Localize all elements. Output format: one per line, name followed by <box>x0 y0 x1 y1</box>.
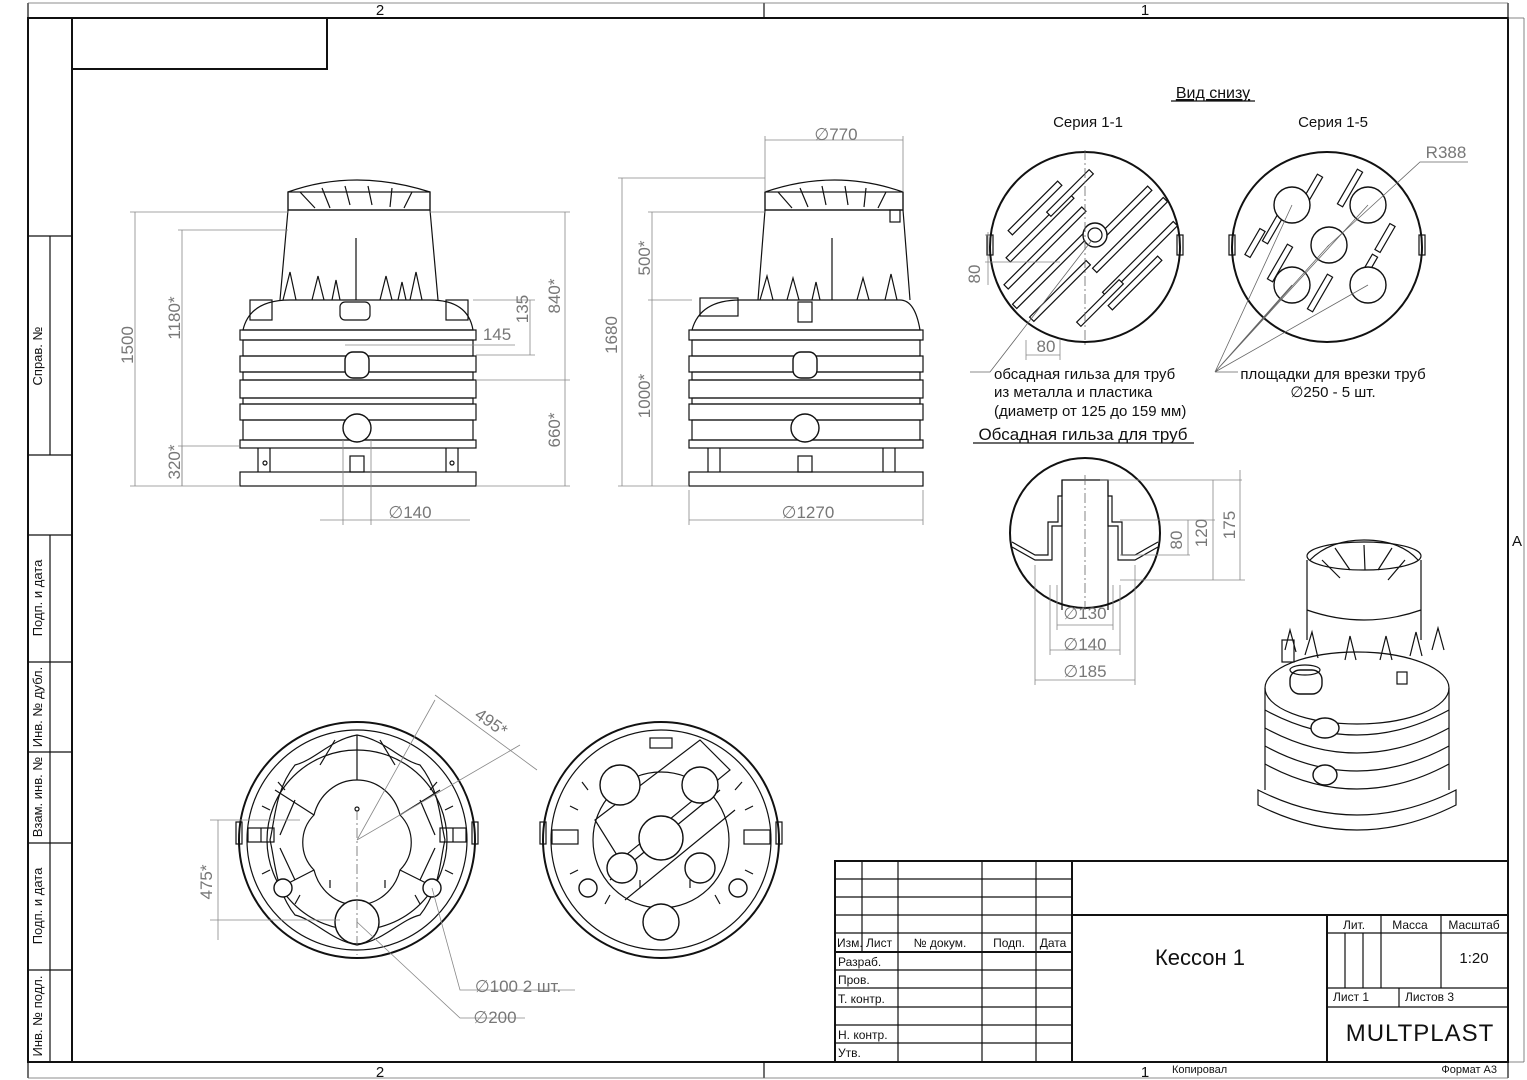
note-line: (диаметр от 125 до 159 мм) <box>994 403 1186 420</box>
note-line: ∅250 - 5 шт. <box>1290 384 1375 401</box>
dim-label: 500* <box>635 240 654 275</box>
tb-header: Дата <box>1040 936 1067 950</box>
tb-header: № докум. <box>914 936 967 950</box>
dim-label: 1180* <box>165 296 184 340</box>
tb-role: Разраб. <box>838 955 881 969</box>
outer-frame <box>27 17 1509 1063</box>
dim-label: 80 <box>1037 337 1056 356</box>
dim-label: 80 <box>1167 531 1186 550</box>
section-title: Обсадная гильза для труб <box>978 425 1187 444</box>
series-label: Серия 1-1 <box>1053 114 1123 131</box>
tb-header: Масса <box>1392 918 1428 932</box>
dim-label: 495* <box>471 705 511 741</box>
zone-label: 2 <box>376 1064 384 1080</box>
note-line: площадки для врезки труб <box>1240 366 1425 383</box>
sheet-count: Листов 3 <box>1405 990 1454 1004</box>
dim-label: 320* <box>165 444 184 479</box>
tb-header: Лит. <box>1343 918 1365 932</box>
side-label: Взам. инв. № <box>30 757 45 838</box>
dim-label: 135 <box>513 295 532 323</box>
corner-stamp-box <box>71 17 328 70</box>
side-label: Подп. и дата <box>30 867 45 944</box>
side-strip: Справ. № Подп. и дата Инв. № дубл. Взам.… <box>28 235 72 1062</box>
plan-view-top: 495* 475* ∅100 2 шт. ∅200 <box>197 694 575 1027</box>
dim-label: 145 <box>483 325 511 344</box>
zone-label: 2 <box>376 2 384 19</box>
dim-label: ∅185 <box>1063 662 1106 681</box>
footer-copied: Копировал <box>1172 1064 1227 1076</box>
dim-label: ∅100 2 шт. <box>475 977 561 996</box>
dim-label: 660* <box>545 412 564 447</box>
dim-label: R388 <box>1426 143 1467 162</box>
dim-label: ∅200 <box>473 1008 516 1027</box>
sheet-number: Лист 1 <box>1333 990 1369 1004</box>
isometric-view <box>1257 539 1457 831</box>
sleeve-detail: Обсадная гильза для труб 80 120 175 ∅130… <box>973 425 1245 685</box>
note-line: из металла и пластика <box>994 384 1153 401</box>
dim-label: ∅140 <box>1063 635 1106 654</box>
side-label: Инв. № дубл. <box>30 667 45 748</box>
scale-value: 1:20 <box>1459 950 1488 967</box>
side-label: Подп. и дата <box>30 559 45 636</box>
company-name: MULTPLAST <box>1346 1020 1495 1047</box>
dim-label: ∅1270 <box>782 503 835 522</box>
dim-label: 475* <box>197 864 216 899</box>
tb-header: Масштаб <box>1448 918 1499 932</box>
zone-label: A <box>1512 533 1522 550</box>
zone-label: 1 <box>1141 2 1149 19</box>
dim-label: 80 <box>965 265 984 284</box>
product-name: Кессон 1 <box>1155 945 1245 970</box>
tb-role: Т. контр. <box>838 992 885 1006</box>
tb-role: Пров. <box>838 973 870 987</box>
side-elevation-view: ∅770 500* 1680 1000* ∅1270 <box>602 125 924 525</box>
dim-label: 175 <box>1220 511 1239 539</box>
front-elevation-view: 1500 1180* 320* 135 840* 145 660* ∅140 <box>118 179 570 525</box>
dim-label: ∅140 <box>388 503 431 522</box>
side-label: Инв. № подл. <box>30 976 45 1057</box>
dim-label: 120 <box>1192 519 1211 547</box>
tb-header: Лист <box>866 936 893 950</box>
zone-label: 1 <box>1141 1064 1149 1080</box>
dim-label: 1500 <box>118 326 137 364</box>
bottom-views: Вид снизу Серия 1-1 Серия 1-5 <box>965 85 1468 420</box>
tb-header: Изм. <box>837 936 863 950</box>
footer-format: Формат А3 <box>1441 1064 1497 1076</box>
plan-view-bottom <box>539 721 783 959</box>
tb-header: Подп. <box>993 936 1025 950</box>
dim-label: ∅130 <box>1063 604 1106 623</box>
series-label: Серия 1-5 <box>1298 114 1368 131</box>
dim-label: ∅770 <box>814 125 857 144</box>
note-line: обсадная гильза для труб <box>994 366 1175 383</box>
side-label: Справ. № <box>30 326 45 385</box>
tb-role: Утв. <box>838 1046 861 1060</box>
dim-label: 840* <box>545 278 564 313</box>
bottom-view-series-1-5 <box>1231 151 1423 343</box>
title-block: Изм. Лист № докум. Подп. Дата Разраб. Пр… <box>834 860 1509 1063</box>
tb-role: Н. контр. <box>838 1028 888 1042</box>
section-title: Вид снизу <box>1176 85 1250 102</box>
dim-label: 1000* <box>635 373 654 418</box>
dim-label: 1680 <box>602 316 621 354</box>
